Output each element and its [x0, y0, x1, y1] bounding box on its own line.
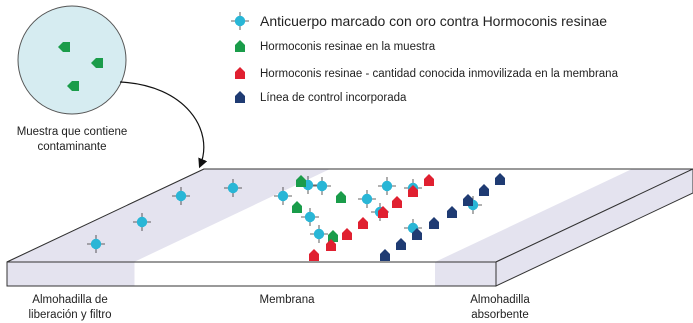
gold-labeled-antibody-icon [87, 235, 105, 253]
absorbent-pad-top [435, 169, 693, 262]
gold-labeled-antibody-icon [313, 177, 331, 195]
green-antigen-icon [292, 201, 302, 213]
gold-labeled-antibody-icon [172, 187, 190, 205]
absorbent-pad-label-line2: absorbente [471, 309, 529, 321]
green-antigen-icon [296, 175, 306, 187]
legend: Anticuerpo marcado con oro contra Hormoc… [231, 12, 619, 104]
gold-labeled-antibody-icon [133, 213, 151, 231]
green-antigen-icon [67, 81, 79, 91]
blue-control-icon [380, 249, 390, 261]
blue-control-icon [495, 173, 505, 185]
red-antigen-icon [392, 196, 402, 208]
blue-control-icon [463, 194, 473, 206]
red-antigen-icon [358, 217, 368, 229]
red-antigen-icon [235, 67, 245, 79]
gold-labeled-antibody-icon [224, 179, 242, 197]
green-antigen-icon [328, 230, 338, 242]
sample-arrow [119, 81, 208, 169]
blue-control-icon [429, 217, 439, 229]
green-antigen-icon [58, 42, 70, 52]
blue-control-icon [235, 91, 245, 103]
legend-known-label: Hormoconis resinae - cantidad conocida i… [260, 68, 619, 80]
red-antigen-icon [326, 239, 336, 251]
red-antigen-icon [378, 206, 388, 218]
legend-antibody-label: Anticuerpo marcado con oro contra Hormoc… [260, 13, 607, 29]
test-strip [6, 168, 693, 287]
red-antigen-icon [309, 249, 319, 261]
green-antigen-icon [91, 58, 103, 68]
blue-control-icon [412, 228, 422, 240]
blue-control-icon [447, 206, 457, 218]
gold-labeled-antibody-icon [310, 225, 328, 243]
red-antigen-icon [408, 185, 418, 197]
gold-labeled-antibody-icon [231, 12, 249, 30]
red-antigen-icon [424, 174, 434, 186]
legend-control-label: Línea de control incorporada [260, 92, 407, 104]
blue-control-icon [396, 238, 406, 250]
sample-circle [17, 5, 127, 115]
gold-labeled-antibody-icon [358, 190, 376, 208]
strip-side-face [495, 168, 693, 287]
absorbent-pad-label-line1: Almohadilla [470, 294, 530, 306]
gold-labeled-antibody-icon [301, 208, 319, 226]
release-pad-label-line1: Almohadilla de [32, 294, 107, 306]
red-antigen-icon [342, 228, 352, 240]
gold-labeled-antibody-icon [274, 187, 292, 205]
absorbent-pad-front [435, 262, 496, 286]
green-antigen-icon [336, 191, 346, 203]
release-pad-top [7, 169, 330, 262]
green-antigen-icon [235, 40, 245, 52]
sample-label-line1: Muestra que contiene [17, 126, 128, 138]
blue-control-icon [479, 184, 489, 196]
sample-label-line2: contaminante [37, 141, 106, 153]
gold-labeled-antibody-icon [378, 177, 396, 195]
membrane-label: Membrana [260, 294, 316, 306]
release-pad-front [7, 262, 135, 286]
legend-sample-label: Hormoconis resinae en la muestra [260, 41, 436, 53]
release-pad-label-line2: liberación y filtro [28, 309, 111, 321]
